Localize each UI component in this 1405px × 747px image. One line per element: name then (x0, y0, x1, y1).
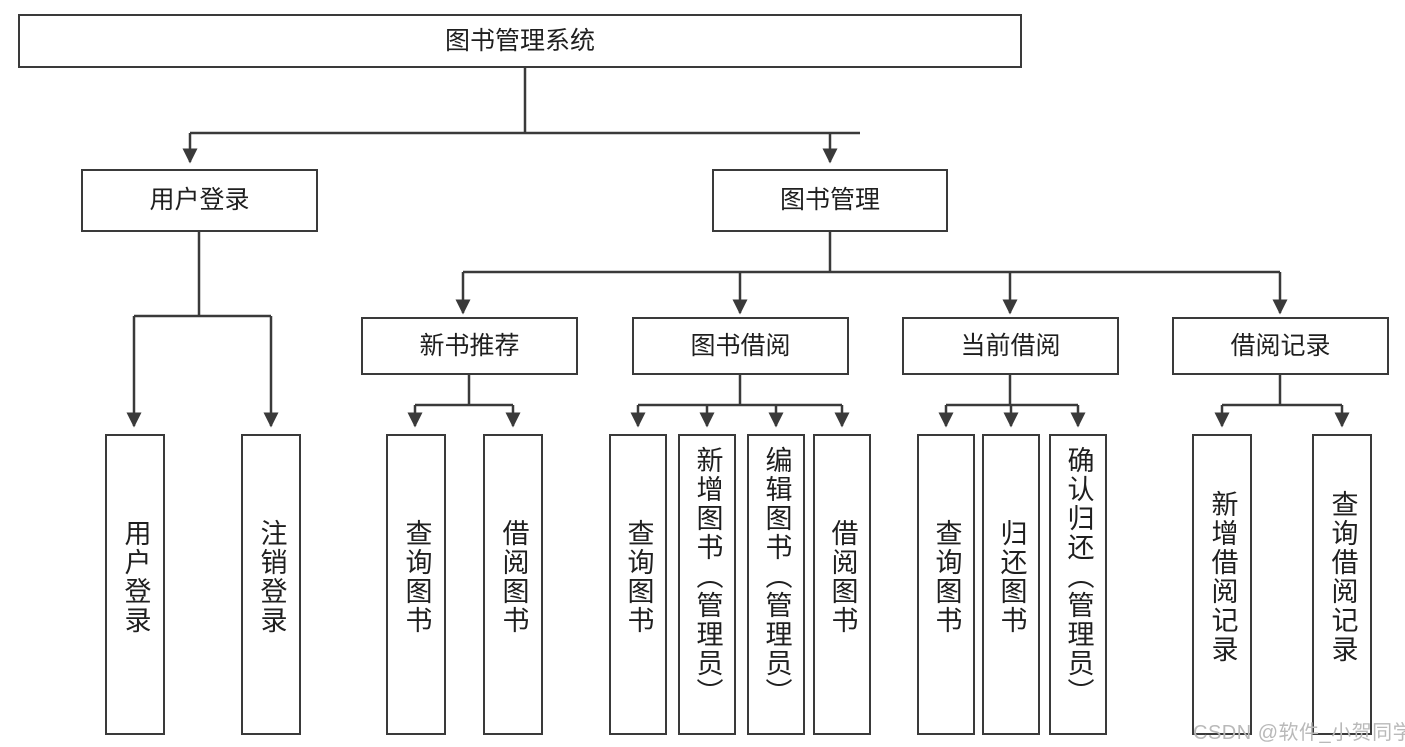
node-label: 图书管理系统 (444, 26, 595, 55)
node-label: 新书推荐 (419, 331, 520, 360)
node-label: 编辑图书（管理员） (761, 446, 792, 707)
node-user-login[interactable]: 用户登录 (81, 169, 318, 232)
node-leaf-query-book-current[interactable]: 查询图书 (917, 434, 975, 735)
node-label: 确认归还（管理员） (1063, 446, 1094, 707)
node-leaf-query-book-borrow[interactable]: 查询图书 (609, 434, 667, 735)
node-book-management[interactable]: 图书管理 (712, 169, 948, 232)
node-label: 借阅记录 (1230, 331, 1331, 360)
node-leaf-confirm-return-admin[interactable]: 确认归还（管理员） (1049, 434, 1107, 735)
watermark-text: CSDN @软件_小贺同学 (1193, 722, 1405, 744)
node-book-borrow[interactable]: 图书借阅 (632, 317, 849, 375)
node-borrow-record[interactable]: 借阅记录 (1172, 317, 1389, 375)
node-label: 当前借阅 (960, 331, 1061, 360)
node-leaf-add-book-admin[interactable]: 新增图书（管理员） (678, 434, 736, 735)
node-label: 查询图书 (931, 519, 962, 635)
node-new-book-recommend[interactable]: 新书推荐 (361, 317, 578, 375)
node-leaf-borrow-book-recommend[interactable]: 借阅图书 (483, 434, 543, 735)
node-root-system[interactable]: 图书管理系统 (18, 14, 1022, 68)
node-current-borrow[interactable]: 当前借阅 (902, 317, 1119, 375)
node-label: 图书借阅 (690, 331, 791, 360)
node-leaf-query-borrow-record[interactable]: 查询借阅记录 (1312, 434, 1372, 735)
node-label: 归还图书 (996, 519, 1027, 635)
node-leaf-borrow-book[interactable]: 借阅图书 (813, 434, 871, 735)
node-leaf-return-book[interactable]: 归还图书 (982, 434, 1040, 735)
node-label: 用户登录 (149, 186, 250, 215)
node-leaf-add-borrow-record[interactable]: 新增借阅记录 (1192, 434, 1252, 735)
node-label: 查询借阅记录 (1327, 490, 1358, 664)
node-label: 新增借阅记录 (1207, 490, 1238, 664)
node-label: 查询图书 (401, 519, 432, 635)
node-leaf-query-book-recommend[interactable]: 查询图书 (386, 434, 446, 735)
node-leaf-logout[interactable]: 注销登录 (241, 434, 301, 735)
node-label: 注销登录 (256, 519, 287, 635)
node-label: 借阅图书 (827, 519, 858, 635)
node-leaf-edit-book-admin[interactable]: 编辑图书（管理员） (747, 434, 805, 735)
node-label: 查询图书 (623, 519, 654, 635)
node-label: 用户登录 (120, 519, 151, 635)
node-label: 借阅图书 (498, 519, 529, 635)
node-label: 图书管理 (779, 186, 880, 215)
node-label: 新增图书（管理员） (692, 446, 723, 707)
node-leaf-user-login[interactable]: 用户登录 (105, 434, 165, 735)
